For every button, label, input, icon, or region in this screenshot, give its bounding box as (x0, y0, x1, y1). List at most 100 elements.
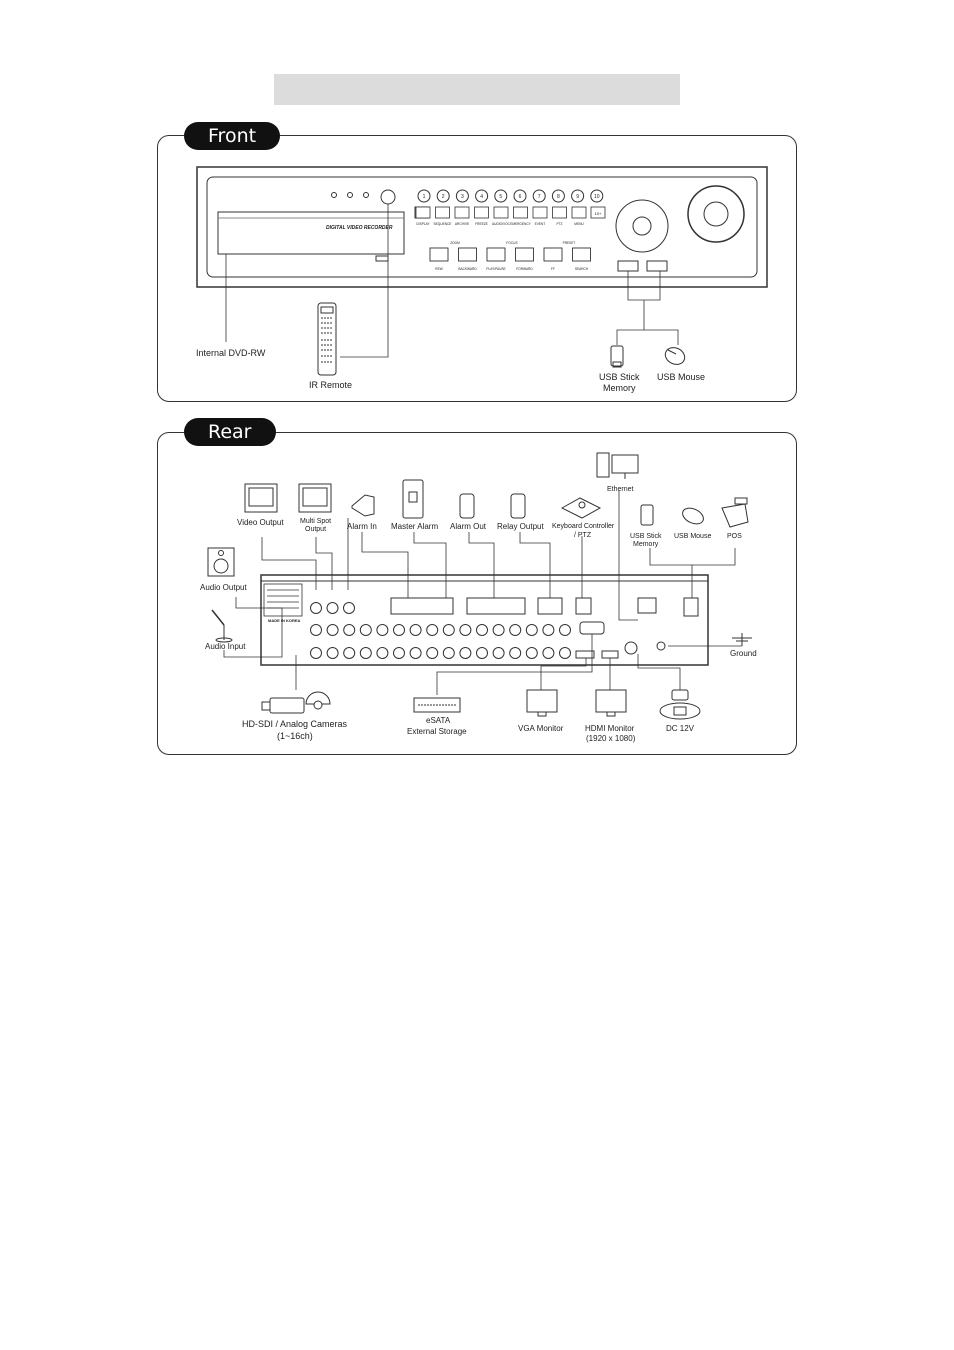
number-button (475, 189, 489, 203)
bnc-loop-connector (343, 624, 356, 636)
usb-port-front-2 (646, 260, 668, 272)
number-button (532, 189, 546, 203)
number-button (590, 189, 604, 203)
alarm-in-terminal (390, 597, 454, 615)
number-button (551, 189, 565, 203)
transport-button-label: PLAY/PAUSE (486, 267, 505, 271)
usb-stick-label-2: Memory (603, 383, 636, 393)
hdmi-label-2: (1920 x 1080) (586, 734, 636, 743)
function-button-label: MENU (574, 222, 584, 226)
keyboard-terminal (575, 597, 592, 615)
bnc-input-connector (509, 647, 522, 659)
ground-terminal (656, 641, 666, 651)
transport-top-label: ZOOM (450, 241, 460, 245)
bnc-loop-connector (525, 624, 538, 636)
function-button (454, 206, 470, 219)
video-output-label: Video Output (237, 518, 284, 527)
ten-plus-label: 10+ (595, 211, 602, 216)
transport-button-label: FORWARD (516, 267, 533, 271)
front-dvr-unit (196, 166, 768, 288)
bnc-connectors (310, 602, 571, 659)
bnc-output-connector (343, 602, 355, 614)
function-button (552, 206, 567, 219)
function-button-label: ARCHIVE (455, 222, 469, 226)
number-button-label: 1 (423, 194, 426, 200)
rear-usb-stick-label-2: Memory (633, 541, 659, 548)
video-output-monitor-icon (244, 483, 278, 513)
pos-label: POS (727, 533, 742, 540)
jog-shuttle (687, 185, 745, 243)
title-bar (274, 74, 680, 105)
keyboard-label: Keyboard Controller (552, 523, 615, 530)
rear-panel-box (157, 432, 797, 755)
bnc-input-connector (376, 647, 389, 659)
bnc-loop-connector (393, 624, 405, 636)
number-button (436, 189, 450, 203)
vga-monitor-icon (526, 689, 558, 717)
device-icons (207, 452, 752, 720)
multi-spot-monitor-icon (298, 483, 332, 513)
bnc-input-connector (393, 647, 405, 659)
usb-mouse-icon (664, 347, 686, 365)
transport-button (515, 247, 534, 262)
bnc-input-connector (442, 647, 455, 659)
bnc-input-connector (409, 647, 422, 659)
alarm-in-label: Alarm In (347, 522, 377, 531)
bnc-output-connector (310, 602, 322, 614)
vga-label: VGA Monitor (518, 724, 564, 733)
function-button-label: SEQUENCE (434, 222, 452, 226)
bnc-loop-connector (559, 624, 571, 636)
number-button-label: 6 (519, 194, 522, 200)
bnc-loop-connector (426, 624, 439, 636)
rear-usb-mouse-label: USB Mouse (674, 533, 711, 540)
bnc-loop-connector (509, 624, 522, 636)
number-button-label: 2 (442, 194, 445, 200)
dc-port (624, 641, 638, 655)
ground-icon (732, 633, 752, 646)
function-button-label: DISPLAY (416, 222, 430, 226)
bnc-input-connector (310, 647, 322, 659)
esata-label: eSATA (426, 716, 451, 725)
number-button-label: 9 (576, 194, 579, 200)
ir-remote (317, 302, 337, 376)
front-leader-lines (225, 204, 679, 358)
keyboard-label-2: / PTZ (574, 532, 592, 539)
direction-pad (615, 199, 669, 253)
audio-input-label: Audio Input (205, 642, 246, 651)
bnc-loop-connector (310, 624, 322, 636)
function-button-label: EMERGENCY (510, 222, 531, 226)
speaker-icon (207, 547, 235, 577)
function-button (532, 206, 548, 219)
bnc-loop-connector (376, 624, 389, 636)
transport-button-label: REW (435, 267, 442, 271)
number-button (513, 189, 527, 203)
bnc-loop-connector (409, 624, 422, 636)
number-button (417, 189, 431, 203)
master-alarm-switch-icon (402, 479, 424, 519)
cameras-label-2: (1~16ch) (277, 731, 313, 741)
bnc-loop-connector (326, 624, 339, 636)
front-panel-box (157, 135, 797, 402)
bnc-input-connector (359, 647, 372, 659)
pos-terminal-icon (721, 497, 749, 528)
relay-sensor-icon (510, 493, 526, 519)
alarm-out-sensor-icon (459, 493, 475, 519)
dvd-label: DIGITAL VIDEO RECORDER (326, 225, 393, 231)
usb-stick-icon (610, 345, 624, 368)
function-button (474, 206, 489, 219)
bnc-input-connector (326, 647, 339, 659)
transport-button-label: SEARCH (575, 267, 589, 271)
function-button (513, 206, 528, 219)
made-in-label: MADE IN KOREA (268, 618, 301, 623)
rear-leader-lines (223, 490, 742, 700)
ethernet-port (637, 597, 657, 614)
ground-label: Ground (730, 649, 757, 658)
dome-camera-icon (305, 691, 331, 710)
box-camera-icon (261, 697, 305, 714)
bnc-input-connector (459, 647, 472, 659)
transport-button-label: FF (551, 267, 555, 271)
number-button-label: 8 (557, 194, 560, 200)
